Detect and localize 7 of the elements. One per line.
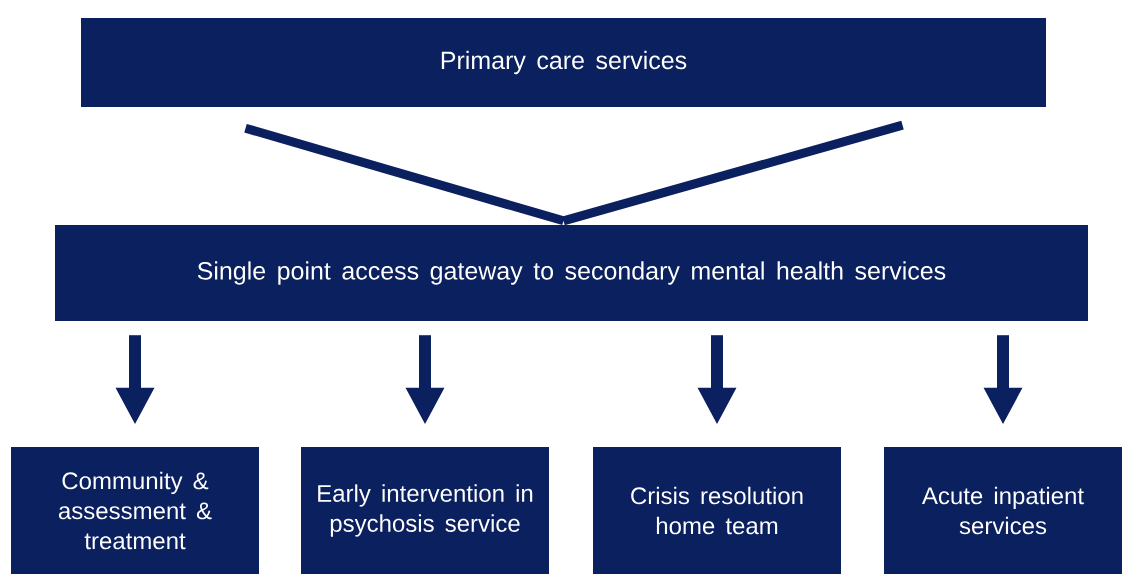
service-box: Crisis resolution home team — [593, 447, 841, 574]
service-box: Community & assessment & treatment — [11, 447, 259, 574]
chevron-connector — [241, 120, 907, 226]
service-box: Early intervention in psychosis service — [301, 447, 549, 574]
service-box: Single point access gateway to secondary mental health services — [55, 225, 1088, 321]
service-box: Acute inpatient services — [884, 447, 1122, 574]
service-box: Primary care services — [81, 18, 1046, 107]
